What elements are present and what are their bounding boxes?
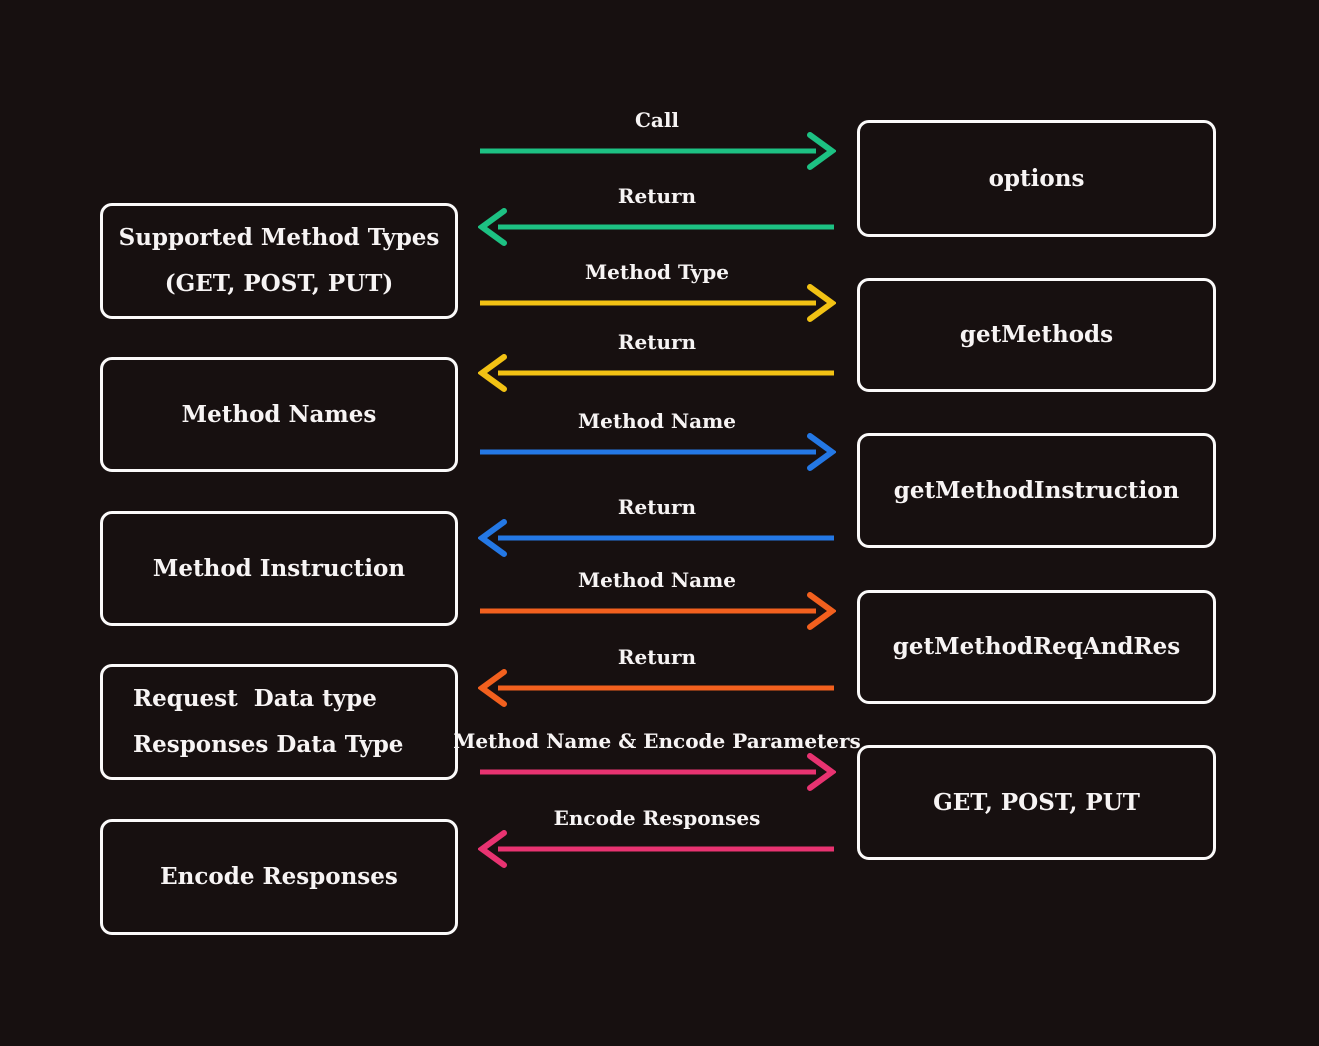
right-box: getMethods: [857, 278, 1216, 392]
arrow-label: Return: [617, 330, 697, 354]
box-label: options: [988, 164, 1085, 192]
arrow-label: Method Type: [585, 260, 729, 284]
arrow-right-icon: [480, 753, 836, 791]
arrow-right-icon: [480, 433, 836, 471]
right-box: GET, POST, PUT: [857, 745, 1216, 860]
arrow-left-icon: [478, 208, 834, 246]
arrow-right-icon: [480, 284, 836, 322]
arrow-label: Return: [617, 184, 697, 208]
right-box: options: [857, 120, 1216, 237]
arrow-right-icon: [480, 592, 836, 630]
arrow-label: Return: [617, 645, 697, 669]
box-label: GET, POST, PUT: [933, 788, 1140, 816]
arrow-label: Method Name: [577, 568, 737, 592]
box-label: getMethodInstruction: [893, 476, 1180, 504]
box-label: Supported Method Types: [118, 224, 440, 251]
box-label: Method Names: [181, 400, 377, 428]
arrow-label: Method Name: [577, 409, 737, 433]
box-label: getMethodReqAndRes: [892, 633, 1181, 660]
box-label: getMethods: [959, 321, 1114, 348]
arrow-right-icon: [480, 132, 836, 170]
arrow-label: Return: [617, 495, 697, 519]
right-box: getMethodInstruction: [857, 433, 1216, 548]
box-label: (GET, POST, PUT): [164, 270, 394, 297]
arrow-label: Call: [634, 108, 680, 132]
box-label: Method Instruction: [152, 554, 406, 582]
arrow-left-icon: [478, 354, 834, 392]
arrow-left-icon: [478, 519, 834, 557]
left-box: Method Names: [100, 357, 458, 472]
left-box: Encode Responses: [100, 819, 458, 935]
arrow-label: Encode Responses: [553, 806, 761, 830]
arrow-left-icon: [478, 830, 834, 868]
box-label: Responses Data Type: [133, 731, 404, 758]
arrow-label: Method Name & Encode Parameters: [453, 729, 861, 753]
right-box: getMethodReqAndRes: [857, 590, 1216, 704]
box-label: Request Data type: [133, 685, 377, 712]
left-box: Method Instruction: [100, 511, 458, 626]
left-box: Supported Method Types (GET, POST, PUT): [100, 203, 458, 319]
arrow-left-icon: [478, 669, 834, 707]
box-label: Encode Responses: [160, 863, 398, 890]
